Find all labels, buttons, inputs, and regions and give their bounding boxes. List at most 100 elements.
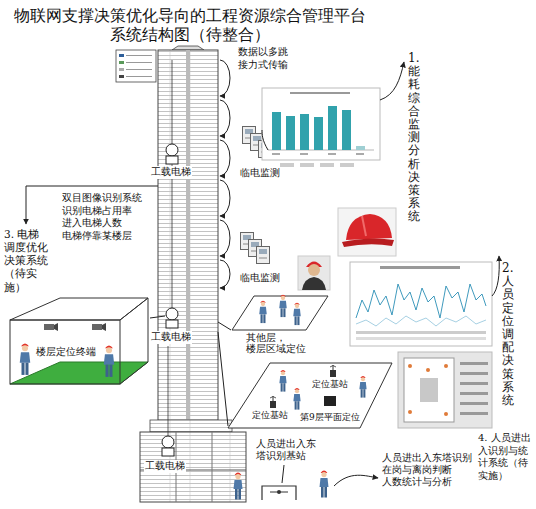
bar-chart — [300, 114, 309, 150]
line-chart — [356, 316, 486, 326]
worker-photo — [308, 264, 320, 276]
tower-building — [126, 76, 152, 77]
meter-icon — [241, 127, 272, 264]
node-text: 第9层平面定位 — [300, 412, 360, 423]
bar-chart — [340, 163, 354, 167]
bar-chart — [328, 106, 337, 150]
elevator-cabin-outline — [92, 323, 106, 331]
station-label: 人员进出入东塔识别基站 — [256, 438, 318, 462]
leader-arrow — [26, 62, 499, 486]
bar-chart — [286, 116, 295, 150]
floor-plane: 其他层， 楼层区域定位 — [230, 290, 330, 356]
floor-plane-outline — [270, 396, 276, 408]
tower-building — [119, 68, 124, 71]
elevator-label: 工载电梯 — [150, 331, 192, 344]
floor-plan — [398, 352, 492, 428]
floor-plane: 定位基站定位基站第9层平面定位 — [228, 362, 394, 430]
bar-chart — [290, 92, 350, 94]
leader-arrow — [218, 332, 228, 426]
entrance-gate — [234, 473, 243, 500]
meter-icon — [257, 247, 270, 264]
node-text: 其他层， 楼层区域定位 — [246, 332, 316, 355]
elevator-cabin-outline — [20, 344, 31, 375]
relay-arc — [220, 60, 230, 96]
floor-plan — [444, 364, 448, 368]
floor-plan — [398, 352, 492, 428]
floor-plan — [460, 362, 488, 365]
elevator-symbol — [166, 156, 178, 164]
system-title: 3. 电梯调度优化决策系统（待实施） — [4, 228, 50, 294]
system-title: 1. 能耗综合监测分析决策系统 — [408, 52, 420, 223]
bar-chart — [262, 88, 380, 167]
helmet-photo — [362, 216, 366, 236]
bar-chart — [280, 163, 294, 167]
helmet-photo — [342, 238, 394, 247]
tower-building — [140, 432, 246, 502]
monitor-label: 临电监测 — [240, 272, 280, 285]
monitor-label: 临电监测 — [240, 167, 280, 180]
node-text: 定位基站 — [312, 379, 348, 390]
tower-building — [116, 46, 246, 502]
bar-chart — [262, 88, 380, 160]
leader-arrow — [150, 316, 165, 318]
floor-plan — [420, 378, 438, 402]
relay-arc — [220, 220, 230, 256]
floor-plane-outline — [259, 301, 267, 323]
leader-arrow — [334, 475, 378, 486]
floor-plane-outline — [293, 388, 300, 410]
floor-plan — [404, 358, 454, 422]
relay-arc — [220, 180, 230, 216]
tower-building — [126, 55, 152, 56]
bar-chart — [356, 153, 364, 155]
bar-chart — [320, 163, 334, 167]
elevator-symbol — [162, 436, 174, 448]
elevator-cabin: 楼层定位终端 — [8, 296, 150, 386]
leader-arrow — [492, 256, 499, 296]
floor-plane-outline — [279, 370, 286, 392]
tower-building — [126, 69, 152, 70]
system-title: 2. 人员定位调配决策系统 — [502, 262, 514, 407]
note-text: 数据以多跳 接力式传输 — [238, 46, 294, 71]
elevator-symbol — [172, 164, 173, 308]
line-chart — [350, 262, 492, 346]
tower-building — [119, 61, 124, 64]
floor-plane-outline — [324, 396, 336, 406]
relay-arc — [220, 140, 230, 176]
elevator-symbol — [162, 448, 174, 456]
helmet-photo — [346, 214, 392, 240]
floor-plane-outline — [293, 303, 301, 325]
floor-plane-outline — [330, 365, 336, 377]
floor-plan — [444, 412, 448, 416]
tower-building — [150, 420, 232, 432]
system-title: 4. 人员进出入识别与统计系统（待实施） — [478, 432, 532, 482]
bar-chart — [342, 110, 351, 150]
floor-plane-outline — [228, 363, 392, 428]
entrance-gate — [320, 471, 329, 498]
line-chart — [380, 266, 460, 269]
tower-building — [172, 46, 204, 50]
floor-plan — [460, 392, 488, 395]
leader-arrow — [262, 130, 268, 150]
floor-plan — [426, 368, 430, 372]
leader-arrow — [218, 322, 231, 330]
tower-building — [119, 54, 124, 57]
node-text: 定位基站 — [252, 410, 288, 421]
tower-building — [158, 50, 218, 434]
elevator-symbol — [168, 346, 169, 436]
floor-plane-outline — [359, 376, 366, 398]
helmet-photo — [338, 208, 396, 256]
elevator-cabin-outline — [10, 362, 148, 384]
floor-plan — [408, 364, 412, 368]
relay-arc — [220, 100, 230, 136]
worker-photo — [302, 277, 326, 290]
floor-plane-outline — [232, 296, 328, 330]
entrance-gate — [234, 471, 329, 500]
bar-chart — [272, 153, 280, 155]
tower-building — [126, 62, 152, 63]
elevator-cabin-outline — [8, 296, 150, 386]
elevator-symbol — [162, 60, 178, 456]
diagram-title: 物联网支撑决策优化导向的工程资源综合管理平台 系统结构图（待整合） — [4, 6, 376, 44]
worker-photo — [298, 256, 330, 290]
line-chart — [356, 331, 486, 334]
